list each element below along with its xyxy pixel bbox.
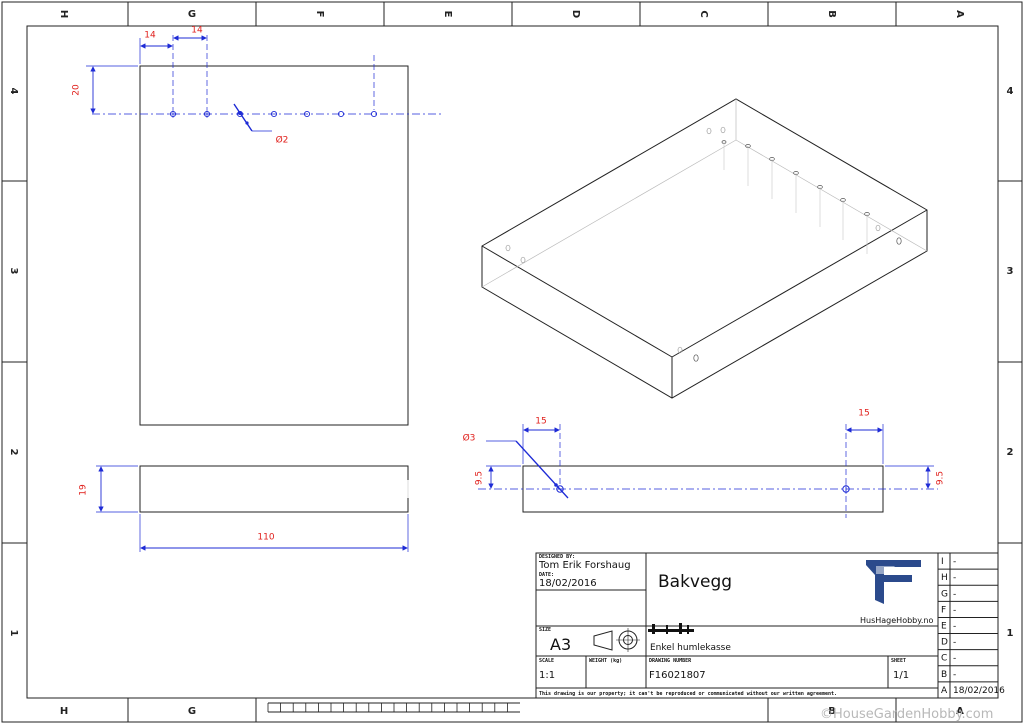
company-logo-icon (866, 560, 921, 604)
zone-label: G (188, 9, 196, 20)
zone-label: 2 (8, 449, 19, 456)
isometric-holes (505, 126, 902, 362)
side-view: 19 110 (79, 465, 409, 552)
zone-label: 1 (8, 630, 19, 637)
dim-15-right: 15 (858, 409, 869, 419)
dim-20: 20 (72, 84, 82, 96)
revision-letter: C (941, 654, 947, 664)
revision-value: - (953, 638, 956, 648)
size-value: A3 (550, 635, 571, 654)
projection-symbol-icon (593, 628, 640, 652)
description: Enkel humlekasse (650, 643, 731, 653)
drawing-title: Bakvegg (658, 572, 732, 592)
date-value: 18/02/2016 (539, 578, 597, 589)
zone-label: B (826, 10, 837, 18)
zone-label: D (570, 10, 581, 18)
dim-9-5-left: 9.5 (475, 471, 485, 485)
revision-value: - (953, 605, 956, 615)
dim-hole-3: Ø3 (463, 433, 476, 444)
revision-rows (938, 568, 998, 683)
dim-9-5-right: 9.5 (936, 471, 946, 485)
ruler-ticks (267, 703, 508, 712)
zone-labels-right: 4 3 2 1 (1007, 86, 1014, 639)
title-block (535, 552, 999, 699)
front-view: 14 14 20 Ø2 (72, 26, 442, 426)
revision-letter: A (941, 686, 948, 696)
zone-label: H (60, 706, 68, 717)
company-name: HusHageHobby.no (860, 616, 933, 625)
revision-value: - (953, 557, 956, 567)
date-label: DATE: (539, 572, 554, 578)
zone-label: A (956, 706, 964, 717)
scale-label: SCALE (539, 658, 554, 664)
dim-110: 110 (257, 533, 274, 543)
sheet-label: SHEET (891, 658, 906, 664)
revision-letter: B (941, 670, 947, 680)
revision-value: - (953, 589, 956, 599)
zone-label: 3 (8, 268, 19, 275)
dim-15-left: 15 (535, 417, 546, 427)
size-label: SIZE (539, 627, 551, 633)
zone-label: 3 (1007, 266, 1014, 277)
sheet-value: 1/1 (893, 670, 909, 681)
zone-label: 2 (1007, 447, 1014, 458)
zone-label: 4 (8, 88, 19, 95)
dim-hole-2: Ø2 (276, 135, 289, 146)
revision-letter: D (941, 638, 948, 648)
revision-letter: H (941, 573, 948, 583)
isometric-view (481, 98, 928, 399)
scale-bar-icon (648, 623, 694, 634)
zone-label: C (698, 10, 709, 17)
zone-labels-top: H G F E D C B A (58, 9, 965, 20)
property-notice: This drawing is our property; it can't b… (539, 691, 837, 697)
drawing-number: F16021807 (649, 670, 706, 681)
zone-label: 4 (1007, 86, 1014, 97)
revision-letter: G (941, 589, 948, 599)
zone-labels-bottom: H G B A (60, 706, 964, 717)
watermark-text: ©HouseGardenHobby.com (820, 707, 993, 722)
dim-14-left: 14 (144, 31, 156, 41)
weight-label: WEIGHT (kg) (589, 658, 622, 664)
zone-label: 1 (1007, 628, 1014, 639)
designed-by-label: DESIGNED BY: (539, 554, 575, 560)
zone-label: G (188, 706, 196, 717)
dim-19: 19 (79, 484, 89, 496)
zone-labels-left: 4 3 2 1 (8, 88, 19, 637)
zone-label: A (954, 10, 965, 18)
revision-letter: I (941, 557, 944, 567)
revision-value: - (953, 622, 956, 632)
revision-value: - (953, 573, 956, 583)
zone-label: F (314, 11, 325, 18)
revision-value: - (953, 670, 956, 680)
scale-value: 1:1 (539, 670, 555, 681)
revision-letter: E (941, 622, 947, 632)
designer-name: Tom Erik Forshaug (538, 560, 631, 571)
dim-14-right: 14 (191, 26, 203, 36)
zone-label: B (828, 706, 836, 717)
bottom-view: 15 15 9.5 9.5 Ø3 (463, 409, 946, 518)
revision-letter: F (941, 605, 946, 615)
revision-value: - (953, 654, 956, 664)
drawing-number-label: DRAWING NUMBER (649, 658, 692, 664)
zone-label: H (58, 10, 69, 18)
revision-value: 18/02/2016 (953, 686, 1005, 696)
zone-label: E (442, 11, 453, 18)
isometric-hole-bores (723, 142, 868, 254)
